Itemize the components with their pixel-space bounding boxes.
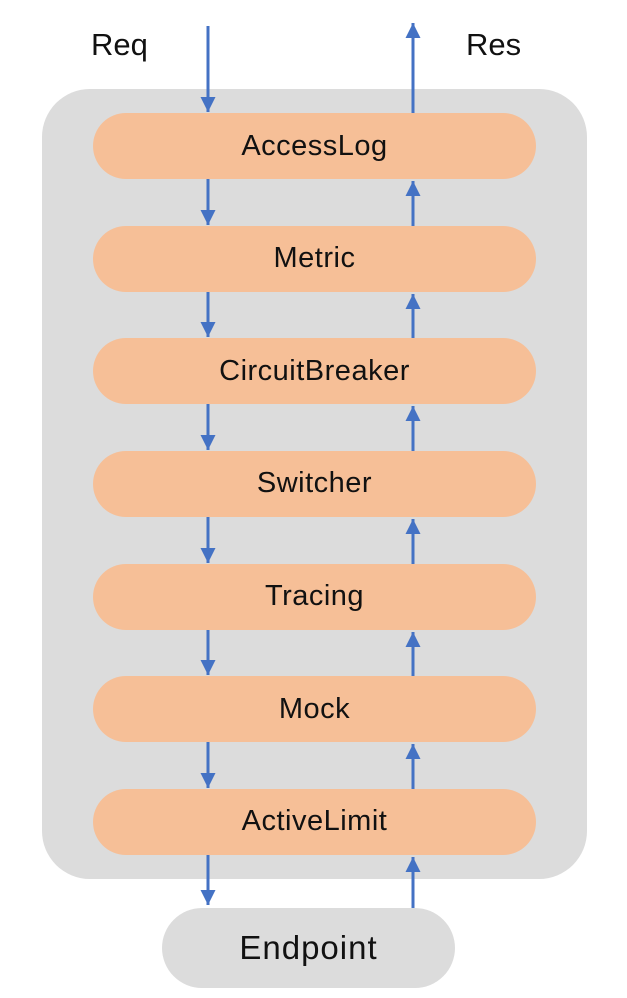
middleware-pill: Tracing [93,563,536,630]
middleware-pill: Metric [93,225,536,292]
response-label: Res [466,27,522,62]
middleware-label: Switcher [256,467,373,500]
middleware-pill: ActiveLimit [93,788,536,855]
middleware-pill: AccessLog [93,113,536,179]
middleware-label: AccessLog [241,129,388,162]
middleware-label: CircuitBreaker [219,354,410,387]
middleware-pill: CircuitBreaker [93,338,536,405]
middleware-pill: Switcher [93,450,536,517]
middleware-pill: Mock [93,676,536,743]
middleware-label: Metric [273,242,356,275]
endpoint-node: Endpoint [162,908,455,988]
endpoint-label: Endpoint [239,929,378,966]
middleware-label: ActiveLimit [241,805,388,838]
middleware-chain-container: AccessLog Metric CircuitBreaker Switcher… [42,89,587,879]
middleware-label: Mock [278,692,351,725]
middleware-label: Tracing [264,580,365,613]
request-label: Req [91,27,148,62]
